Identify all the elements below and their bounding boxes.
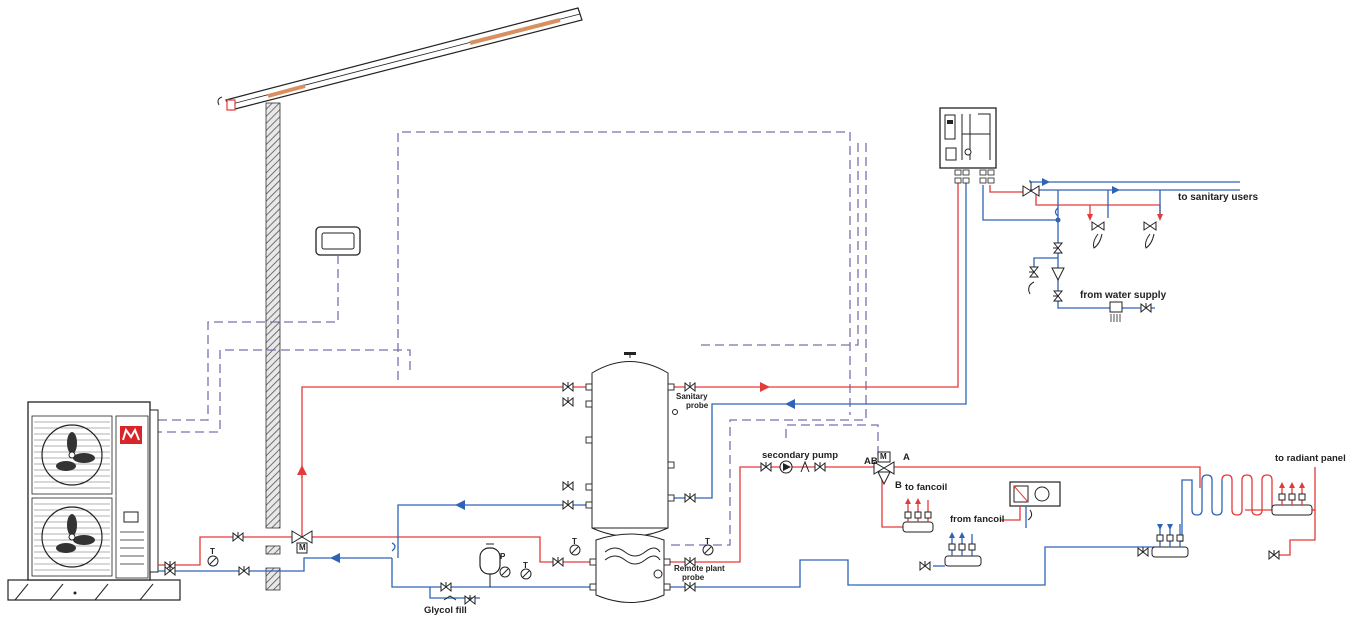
storage-tank[interactable]	[585, 352, 678, 603]
building-wall	[265, 102, 281, 529]
motorized-3way-valve[interactable]	[873, 451, 895, 486]
label-gauge-t1: T	[210, 547, 215, 556]
heat-pump-outdoor-unit[interactable]	[7, 401, 181, 601]
heat-pump-diverter-valve[interactable]	[291, 530, 313, 554]
label-sanitary-probe-1: Sanitary	[676, 392, 708, 401]
fancoil-balancing-valve	[919, 560, 931, 571]
label-secondary-pump: secondary pump	[762, 450, 839, 461]
control-wiring	[150, 131, 879, 546]
sanitary-water-piping	[982, 178, 1240, 309]
fancoil-unit[interactable]	[1000, 481, 1061, 528]
label-gauge-t3: T	[705, 537, 710, 546]
fancoil-supply-manifold	[902, 498, 934, 533]
label-from-fancoil: from fancoil	[950, 514, 1005, 525]
label-valve-a: A	[903, 452, 910, 463]
sanitary-valves[interactable]	[1022, 182, 1157, 322]
label-gauge-t2: T	[572, 537, 577, 546]
label-to-fancoil: to fancoil	[905, 482, 948, 493]
primary-circuit-piping	[158, 386, 596, 599]
label-valve-motor: M	[880, 452, 887, 461]
wall-heater-unit[interactable]	[939, 107, 997, 184]
label-sanitary-probe-2: probe	[686, 401, 709, 410]
label-glycol-fill: Glycol fill	[424, 605, 467, 616]
label-heat-pump-valve-motor: M	[299, 543, 306, 552]
label-from-water-supply: from water supply	[1080, 290, 1167, 301]
label-gauge-p: P	[500, 552, 506, 561]
label-valve-ab: AB	[864, 456, 878, 467]
label-remote-plant-probe-1: Remote plant	[674, 564, 725, 573]
radiant-panel[interactable]	[1137, 474, 1316, 560]
label-gauge-t4: T	[523, 561, 528, 570]
fancoil-return-manifold	[944, 532, 982, 567]
glycol-fill-branch[interactable]	[443, 594, 476, 605]
label-remote-plant-probe-2: probe	[682, 573, 705, 582]
tank-piping	[668, 180, 1316, 588]
label-to-radiant-panel: to radiant panel	[1275, 453, 1346, 464]
remote-controller[interactable]	[315, 226, 361, 256]
label-valve-b: B	[895, 480, 902, 491]
solar-collector	[217, 7, 583, 111]
expansion-vessel	[479, 543, 511, 587]
wall-sleeve-lower	[265, 567, 281, 591]
secondary-pump-group[interactable]	[760, 460, 826, 474]
wall-sleeve-upper	[265, 545, 281, 555]
label-to-sanitary-users: to sanitary users	[1178, 192, 1259, 203]
